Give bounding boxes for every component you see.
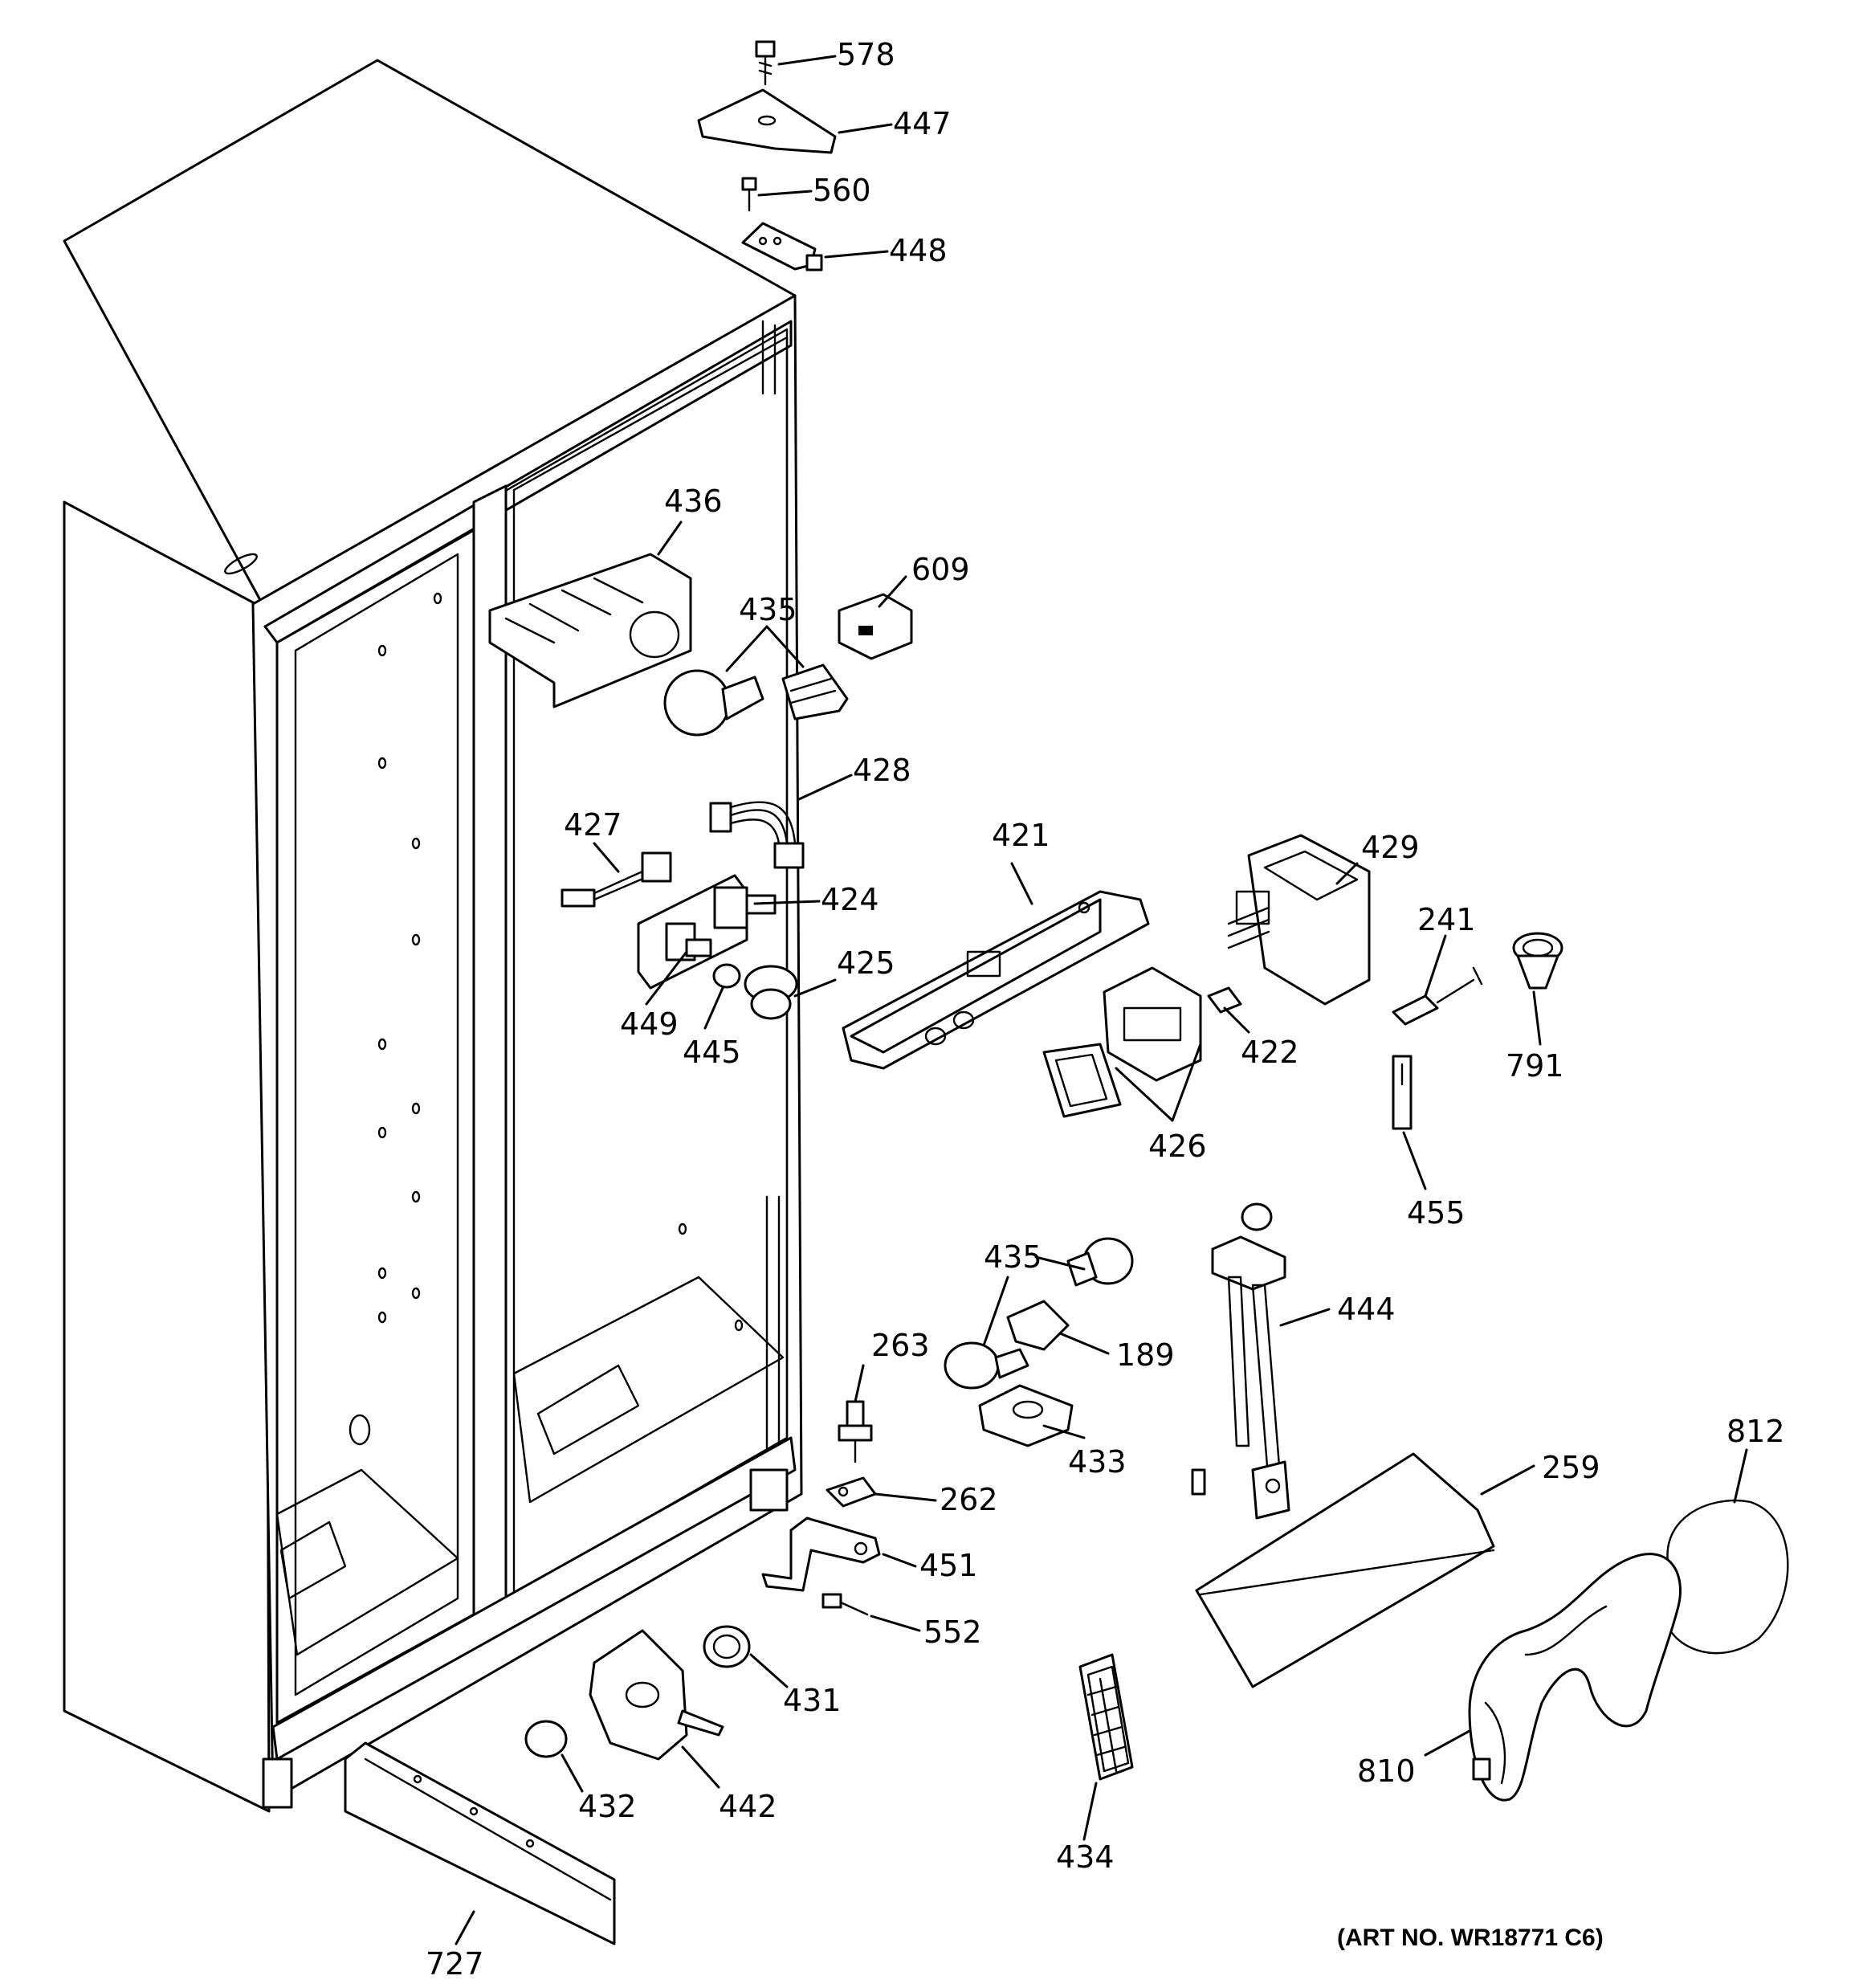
damper-241 [1392, 966, 1483, 1026]
light-bulb-435-lower-right [1066, 1237, 1134, 1287]
light-switch-housing-429 [1227, 834, 1371, 1006]
light-socket-189 [1006, 1300, 1070, 1351]
spacer-445 [712, 963, 741, 989]
water-tank-810 [1468, 1553, 1682, 1802]
callout-424: 424 [821, 882, 879, 917]
callout-560: 560 [813, 173, 871, 208]
callout-427: 427 [564, 807, 622, 843]
cam-431 [703, 1625, 751, 1668]
callout-442: 442 [719, 1789, 777, 1824]
callout-422: 422 [1241, 1035, 1299, 1070]
callout-578: 578 [837, 37, 895, 72]
light-bulb-435-top [663, 669, 764, 737]
callout-609: 609 [911, 552, 970, 587]
callout-241: 241 [1417, 902, 1476, 937]
top-hinge-448 [741, 222, 823, 271]
callout-447: 447 [893, 106, 952, 141]
callout-432: 432 [578, 1789, 637, 1824]
base-grille-727 [344, 1741, 616, 1945]
liner-screw-holes [349, 592, 744, 1446]
callout-449: 449 [620, 1006, 679, 1042]
control-board-424 [637, 874, 777, 990]
callout-436: 436 [664, 484, 723, 519]
callout-426: 426 [1148, 1129, 1207, 1164]
art-number: (ART NO. WR18771 C6) [1337, 1925, 1604, 1951]
hinge-screw-578 [755, 40, 776, 86]
callout-434: 434 [1056, 1839, 1115, 1875]
callout-552: 552 [923, 1614, 982, 1650]
callout-791: 791 [1506, 1048, 1564, 1084]
light-bulb-435-lower-left [944, 1341, 1029, 1390]
callout-262: 262 [940, 1482, 998, 1517]
callout-455: 455 [1407, 1195, 1466, 1231]
callout-428: 428 [853, 753, 911, 788]
shim-262 [826, 1476, 877, 1508]
callout-429: 429 [1361, 830, 1420, 865]
callout-189: 189 [1116, 1337, 1175, 1373]
switch-422 [1207, 986, 1242, 1014]
callout-727: 727 [426, 1946, 484, 1982]
hinge-screw-560 [741, 177, 757, 212]
control-knob-425 [744, 965, 798, 1020]
callout-263: 263 [871, 1328, 930, 1363]
callout-425: 425 [837, 945, 895, 981]
callout-810: 810 [1357, 1753, 1416, 1789]
hinge-screw-552 [821, 1593, 869, 1616]
air-grille-434 [1078, 1653, 1134, 1781]
dispenser-cover-426 [1042, 966, 1202, 1118]
callout-448: 448 [889, 233, 948, 268]
hinge-cover-447 [697, 88, 837, 154]
leader-lines [455, 55, 1748, 1945]
callout-421: 421 [992, 818, 1050, 853]
callout-451: 451 [919, 1548, 978, 1583]
callout-431: 431 [783, 1683, 842, 1718]
trim-cover-259 [1195, 1452, 1495, 1688]
water-tube-assembly-444 [1191, 1202, 1290, 1520]
light-socket-435-top [781, 663, 849, 720]
water-line-tubing-812 [1666, 1499, 1789, 1655]
bottom-hinge-451 [761, 1517, 881, 1592]
callout-812: 812 [1726, 1414, 1785, 1449]
callout-444: 444 [1337, 1292, 1396, 1327]
damper-control-442 [589, 1629, 724, 1761]
callout-433: 433 [1068, 1444, 1127, 1480]
socket-mount-433 [978, 1384, 1074, 1447]
clip-455 [1392, 1055, 1413, 1130]
callout-445: 445 [683, 1035, 741, 1070]
cap-791 [1512, 932, 1563, 990]
control-housing-421 [842, 890, 1150, 1070]
callout-435-bottom: 435 [984, 1239, 1042, 1275]
bearing-432 [524, 1720, 568, 1758]
callout-435-top: 435 [739, 592, 797, 627]
thermostat-449 [685, 938, 712, 957]
light-shield-436 [488, 553, 692, 708]
wire-harness-427 [561, 851, 672, 908]
wire-harness-428 [709, 801, 805, 869]
callout-labels: 578 447 560 448 436 609 435 428 427 424 … [426, 37, 1785, 1982]
light-switch-609 [838, 593, 913, 660]
callout-259: 259 [1542, 1450, 1600, 1485]
hinge-pin-263 [838, 1400, 873, 1463]
refrigerator-cabinet [63, 59, 803, 1813]
